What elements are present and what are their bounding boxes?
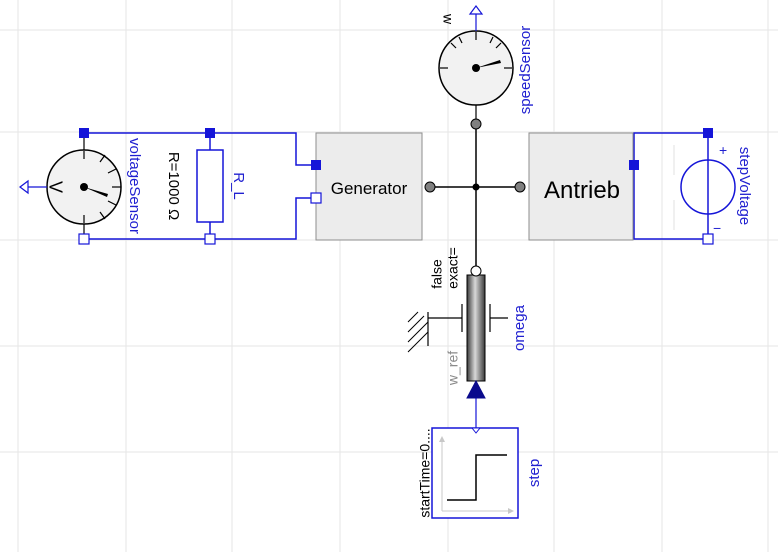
speed-sensor-label: speedSensor — [517, 26, 534, 114]
resistor-parameter: R=1000 Ω — [165, 152, 182, 220]
generator-block[interactable]: Generator — [310, 132, 436, 241]
antrieb-block[interactable]: Antrieb — [514, 132, 639, 241]
resistor-pin-n[interactable] — [204, 233, 216, 245]
generator-label: Generator — [331, 179, 408, 198]
step-voltage-plus: + — [719, 142, 727, 158]
antrieb-pin-p[interactable] — [629, 160, 639, 170]
antrieb-flange[interactable] — [514, 181, 526, 193]
wire-stepvoltage-loop-bottom — [633, 165, 708, 240]
voltage-sensor-label: voltageSensor — [126, 138, 143, 234]
resistor-rl[interactable]: R=1000 Ω R_L — [165, 128, 247, 245]
shaft-junction-dot — [472, 183, 480, 191]
omega-input-label: w_ref — [445, 351, 461, 386]
voltage-sensor-pin-n[interactable] — [78, 233, 90, 245]
generator-pin-n[interactable] — [310, 192, 322, 204]
step-parameter: startTime=0.... — [417, 428, 433, 517]
step-voltage-minus: − — [713, 220, 721, 236]
step-voltage-pin-p[interactable] — [703, 128, 713, 138]
speed-sensor-flange[interactable] — [470, 118, 482, 130]
step-voltage-label: stepVoltage — [736, 147, 753, 225]
resistor-label: R_L — [230, 172, 247, 200]
step-block[interactable]: startTime=0.... step — [417, 427, 543, 519]
voltage-sensor-pin-p[interactable] — [79, 128, 89, 138]
resistor-pin-p[interactable] — [205, 128, 215, 138]
wire-positive-top — [84, 132, 316, 166]
step-voltage-source[interactable]: + − stepVoltage — [673, 128, 753, 245]
omega-exact-label: exact= — [445, 247, 461, 289]
generator-pin-p[interactable] — [311, 160, 321, 170]
voltage-sensor-symbol: V — [45, 181, 65, 193]
speed-sensor-symbol: w — [440, 13, 456, 25]
omega-flange[interactable] — [470, 265, 482, 277]
antrieb-label: Antrieb — [544, 177, 620, 204]
step-voltage-pin-n[interactable] — [702, 233, 714, 245]
wire-negative-bottom — [84, 197, 316, 240]
generator-flange[interactable] — [424, 181, 436, 193]
omega-exact-value: false — [429, 259, 445, 289]
wire-stepvoltage-loop — [633, 132, 708, 165]
speed-sensor[interactable]: w speedSensor — [438, 5, 534, 130]
voltage-sensor[interactable]: V voltageSensor — [19, 128, 143, 245]
speed-source-omega[interactable]: exact= false w_ref omega — [407, 247, 528, 399]
step-label: step — [526, 459, 543, 487]
omega-label: omega — [511, 304, 528, 351]
